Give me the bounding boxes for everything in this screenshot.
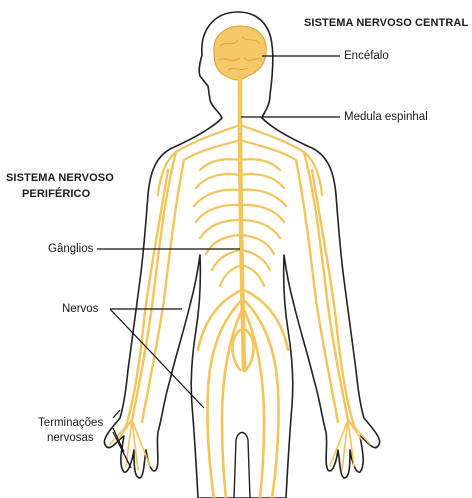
peripheral-system-heading-line1: SISTEMA NERVOSO	[6, 172, 114, 185]
nerve-endings-label-line1: Terminações	[38, 417, 103, 430]
nerve-endings-label-line2: nervosas	[47, 432, 94, 445]
ganglia-label: Gânglios	[48, 243, 93, 256]
central-system-heading: SISTEMA NERVOSO CENTRAL	[304, 17, 468, 30]
leader-terminacoes-1	[113, 410, 120, 418]
brain-label: Encéfalo	[344, 50, 389, 63]
peripheral-system-heading-line2: PERIFÉRICO	[22, 188, 90, 201]
spinal-cord-label: Medula espinhal	[344, 111, 428, 124]
nerves-label: Nervos	[62, 303, 98, 316]
